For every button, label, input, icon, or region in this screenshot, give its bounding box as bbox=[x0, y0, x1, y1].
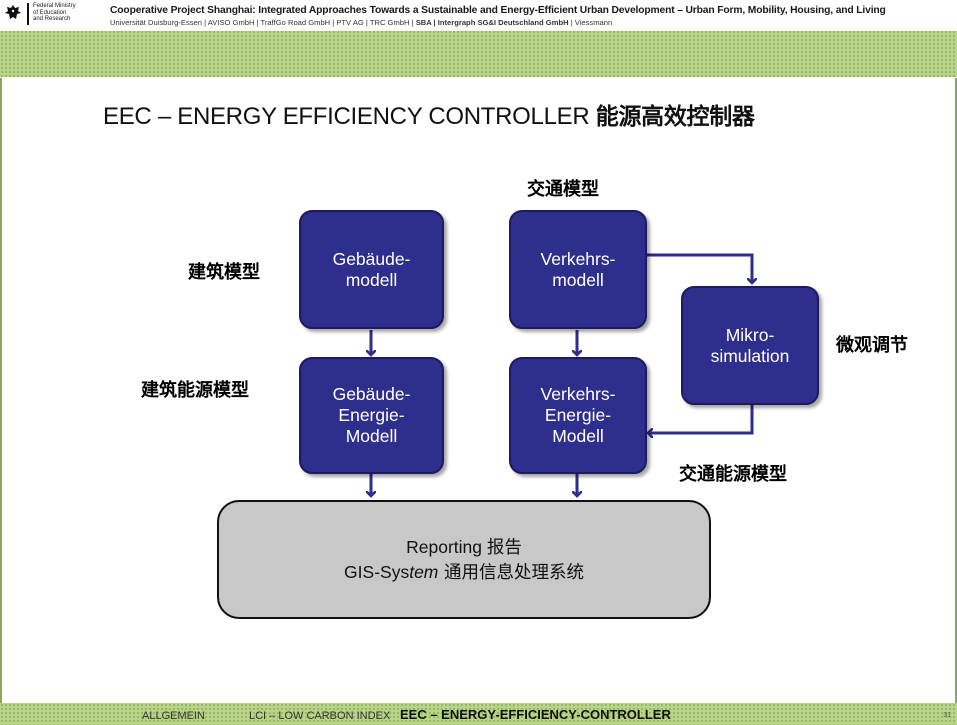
footer-tab-allgemein[interactable]: ALLGEMEIN bbox=[142, 710, 205, 722]
partners-bold: SBA | Intergraph SG&I Deutschland GmbH bbox=[415, 18, 569, 27]
box-gebaeude-energie-modell: Gebäude- Energie- Modell bbox=[299, 357, 444, 474]
reporting-latin: Reporting bbox=[406, 536, 487, 557]
slide-title-zh: 能源高效控制器 bbox=[595, 104, 755, 130]
label-building-energy-model: 建筑能源模型 bbox=[141, 380, 249, 401]
project-partners: Universität Duisburg-Essen | AVISO GmbH … bbox=[110, 18, 612, 27]
frame-left bbox=[0, 78, 2, 703]
logo-divider bbox=[27, 3, 29, 25]
arrow-mikro-to-verkehrs-energie bbox=[648, 403, 754, 433]
gis-zh: 通用信息处理系统 bbox=[438, 562, 584, 583]
project-title: Cooperative Project Shanghai: Integrated… bbox=[110, 5, 886, 16]
ministry-line-3: and Research bbox=[33, 16, 71, 22]
page-number: 31 bbox=[943, 712, 951, 719]
label-traffic-model: 交通模型 bbox=[527, 179, 599, 200]
header-banner bbox=[0, 0, 957, 31]
gis-latin: GIS-Sys bbox=[344, 561, 410, 582]
footer-tab-lci[interactable]: LCI – LOW CARBON INDEX bbox=[249, 710, 391, 722]
arrow-verkehrs-to-mikro bbox=[645, 253, 752, 283]
frame-right bbox=[955, 78, 957, 703]
slide-title-latin: EEC – ENERGY EFFICIENCY CONTROLLER bbox=[103, 103, 596, 130]
federal-eagle-icon bbox=[5, 5, 21, 19]
gis-italic: tem bbox=[409, 561, 439, 582]
ministry-line-1: Federal Ministry bbox=[33, 3, 76, 9]
label-micro-regulation: 微观调节 bbox=[836, 335, 908, 356]
box-verkehrs-modell: Verkehrs- modell bbox=[509, 210, 647, 329]
slide-title: EEC – ENERGY EFFICIENCY CONTROLLER 能源高效控… bbox=[103, 97, 755, 131]
reporting-zh: 报告 bbox=[486, 537, 522, 558]
partners-prefix: Universität Duisburg-Essen | AVISO GmbH … bbox=[110, 18, 416, 27]
box-mikrosimulation: Mikro- simulation bbox=[681, 286, 819, 405]
reporting-line-1: Reporting 报告 bbox=[406, 535, 522, 560]
label-traffic-energy-model: 交通能源模型 bbox=[679, 464, 787, 485]
partners-suffix: | Viessmann bbox=[568, 18, 613, 27]
box-gebaeude-modell: Gebäude- modell bbox=[299, 210, 444, 329]
footer-tab-eec[interactable]: EEC – ENERGY-EFFICIENCY-CONTROLLER bbox=[400, 707, 671, 722]
box-verkehrs-energie-modell: Verkehrs- Energie- Modell bbox=[509, 357, 647, 474]
header-pattern-strip bbox=[0, 30, 957, 77]
ministry-logo-text: Federal Ministry of Education and Resear… bbox=[33, 3, 93, 23]
ministry-line-2: of Education bbox=[33, 9, 67, 16]
reporting-box: Reporting 报告 GIS-System 通用信息处理系统 bbox=[217, 500, 711, 619]
reporting-line-2: GIS-System 通用信息处理系统 bbox=[344, 560, 584, 585]
footer-bar bbox=[0, 703, 957, 725]
label-building-model: 建筑模型 bbox=[188, 262, 260, 283]
